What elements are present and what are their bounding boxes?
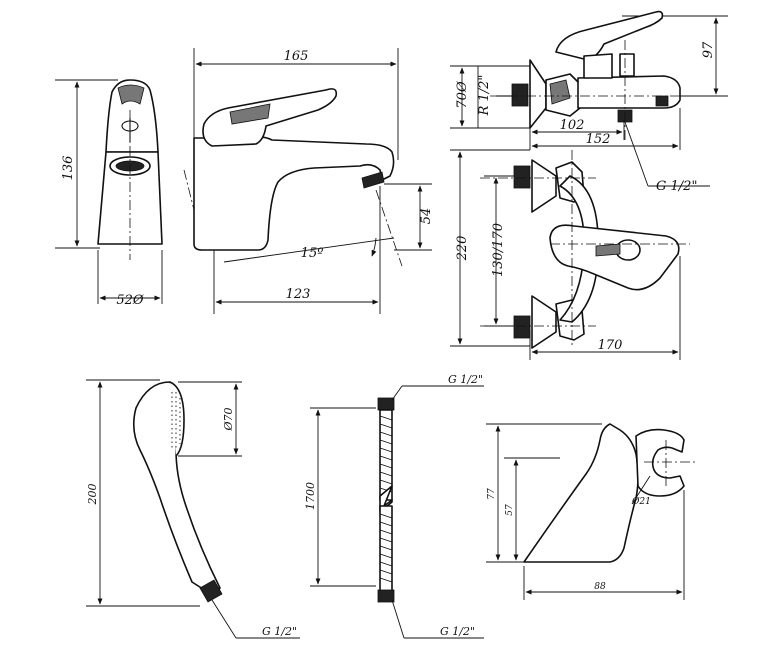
dim-bath-center-distance: 130/170 — [491, 223, 506, 277]
dim-mixer-spout-angle: 15º — [301, 246, 324, 261]
bath-mixer-side-view: 97 70Ø R 1/2" 102 152 G 1/2" — [450, 10, 728, 194]
dim-mixer-front-height: 136 — [61, 156, 76, 181]
basin-mixer-side-view: 165 123 15º 54 — [183, 48, 434, 314]
hand-shower-view: 200 Ø70 G 1/2" — [86, 379, 300, 639]
dim-holder-clip-diameter: Ø21 — [631, 496, 651, 507]
dim-mixer-side-length: 165 — [284, 49, 309, 64]
dim-bath-front-height: 220 — [455, 236, 470, 262]
dim-hand-shower-thread: G 1/2" — [262, 625, 297, 638]
shower-nozzle-holes — [171, 392, 181, 450]
dim-holder-depth: 88 — [594, 582, 606, 592]
dim-bath-inlet-thread: R 1/2" — [477, 75, 492, 117]
dim-mixer-front-diameter: 52Ø — [116, 293, 144, 308]
dim-hose-top-thread: G 1/2" — [448, 373, 483, 386]
dim-bath-depth-102: 102 — [560, 118, 585, 133]
dim-hand-shower-length: 200 — [86, 484, 99, 506]
dim-bath-flange-diameter: 70Ø — [455, 81, 470, 109]
dim-hand-shower-diameter: Ø70 — [222, 407, 235, 431]
basin-mixer-front-view: 136 52Ø — [55, 79, 163, 308]
dim-bath-outlet-thread: G 1/2" — [656, 179, 697, 194]
dim-mixer-spout-reach: 123 — [286, 287, 311, 302]
dim-bath-top-height: 97 — [701, 41, 716, 58]
dim-holder-height-77: 77 — [487, 488, 497, 500]
dim-mixer-spout-height: 54 — [419, 208, 434, 225]
dim-hose-length: 1700 — [304, 482, 317, 510]
dim-bath-front-width: 170 — [598, 338, 623, 353]
bath-mixer-front-view: 220 130/170 170 — [450, 149, 690, 360]
shower-holder-view: 77 57 Ø21 88 — [486, 423, 696, 600]
hose-coils-lower — [379, 513, 393, 583]
dim-hose-bottom-thread: G 1/2" — [440, 625, 475, 638]
dim-bath-depth-152: 152 — [586, 132, 611, 147]
hose-coils-upper — [379, 415, 393, 493]
shower-hose-view: 1700 G 1/2" G 1/2" — [304, 373, 484, 639]
dim-holder-height-57: 57 — [505, 504, 515, 516]
